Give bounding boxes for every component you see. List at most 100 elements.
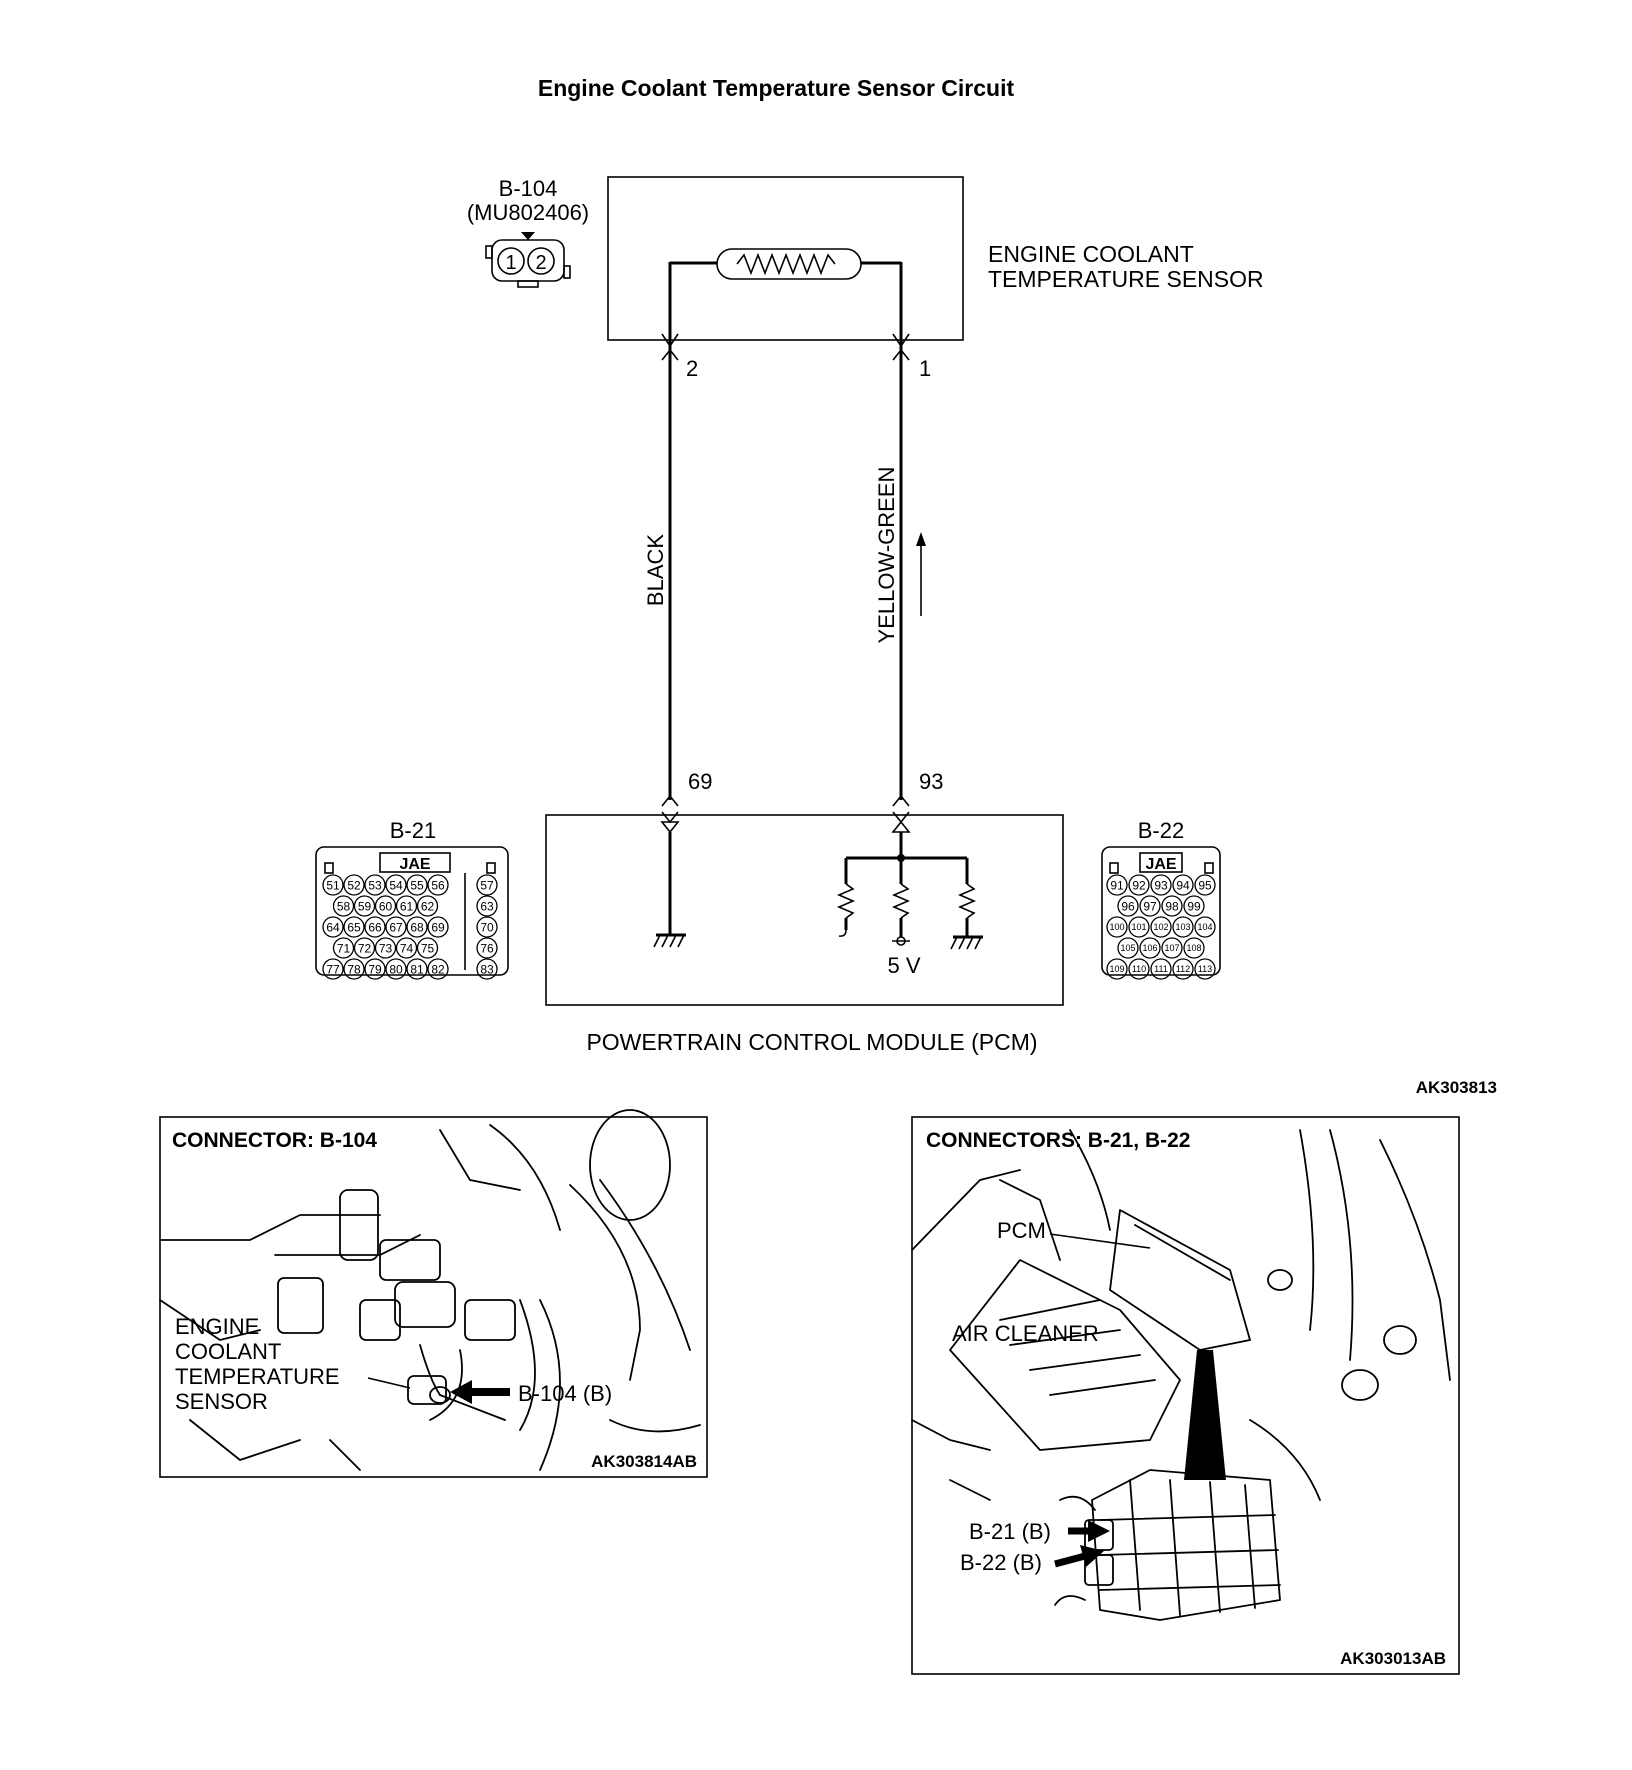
b22-pin-110-label: 110 xyxy=(1132,964,1146,974)
b21-pin-83-label: 83 xyxy=(480,962,494,976)
b21-pin-63-label: 63 xyxy=(480,899,494,913)
b21-pin-83: 83 xyxy=(476,958,498,980)
b22-pin-112-label: 112 xyxy=(1176,964,1190,974)
b22-pin-106: 106 xyxy=(1139,937,1161,959)
b22-pin-102: 102 xyxy=(1150,916,1172,938)
b22-pin-103: 103 xyxy=(1172,916,1194,938)
b22-pin-102-label: 102 xyxy=(1153,922,1168,932)
diagram-title: Engine Coolant Temperature Sensor Circui… xyxy=(538,75,1015,101)
b21-pin-68: 68 xyxy=(406,916,428,938)
b22-pin-105-label: 105 xyxy=(1120,943,1135,953)
photo-left-label-3: TEMPERATURE xyxy=(175,1364,340,1389)
b21-pin-69-label: 69 xyxy=(431,920,445,934)
photo-right-title: CONNECTORS: B-21, B-22 xyxy=(926,1129,1191,1152)
b22-pin-98: 98 xyxy=(1161,895,1183,917)
b21-maker: JAE xyxy=(399,856,430,873)
b21-pin-51: 51 xyxy=(322,874,344,896)
b22-pin-96-label: 96 xyxy=(1121,899,1135,913)
b104-part-number: (MU802406) xyxy=(467,200,589,225)
b21-pin-56: 56 xyxy=(427,874,449,896)
b21-pin-69: 69 xyxy=(427,916,449,938)
b22-pin-97: 97 xyxy=(1139,895,1161,917)
b21-pin-53: 53 xyxy=(364,874,386,896)
photo-right-air-cleaner-label: AIR CLEANER xyxy=(952,1321,1099,1346)
b21-callout-arrow xyxy=(1068,1520,1110,1542)
b22-pin-104: 104 xyxy=(1194,916,1216,938)
b21-pin-77-label: 77 xyxy=(326,962,340,976)
photo-left-callout: B-104 (B) xyxy=(518,1381,612,1406)
b22-pin-100-label: 100 xyxy=(1109,922,1124,932)
b21-pin-77: 77 xyxy=(322,958,344,980)
pcm-unit-inset xyxy=(1054,1469,1281,1621)
b21-pin-61-label: 61 xyxy=(400,899,414,913)
photo-right-ref: AK303013AB xyxy=(1340,1649,1446,1668)
sensor-box xyxy=(607,176,964,341)
b21-pin-54-label: 54 xyxy=(389,878,403,892)
b21-pin-57: 57 xyxy=(476,874,498,896)
b22-pin-95: 95 xyxy=(1194,874,1216,896)
b22-pin-93: 93 xyxy=(1150,874,1172,896)
b22-pin-106-label: 106 xyxy=(1142,943,1157,953)
pcm-input-network xyxy=(836,820,983,950)
b21-pin-75-label: 75 xyxy=(421,941,435,955)
b22-pin-108-label: 108 xyxy=(1186,943,1201,953)
b21-pin-76-label: 76 xyxy=(480,941,494,955)
b21-pin-66-label: 66 xyxy=(368,920,382,934)
b21-pin-80: 80 xyxy=(385,958,407,980)
b21-pin-55: 55 xyxy=(406,874,428,896)
wire-black-color-label: BLACK xyxy=(643,534,668,606)
b21-pin-73-label: 73 xyxy=(379,941,393,955)
b21-pin-62: 62 xyxy=(416,895,439,917)
photo-right-callout-b21: B-21 (B) xyxy=(969,1519,1051,1544)
b21-pin-52-label: 52 xyxy=(347,878,361,892)
b22-pin-97-label: 97 xyxy=(1143,899,1157,913)
photo-left-label-4: SENSOR xyxy=(175,1389,268,1414)
current-direction-arrow xyxy=(916,532,926,616)
b22-pin-107: 107 xyxy=(1161,937,1183,959)
pcm-pin-93-label: 93 xyxy=(919,769,943,794)
b21-pin-68-label: 68 xyxy=(410,920,424,934)
b22-pin-96: 96 xyxy=(1117,895,1139,917)
photo-left-title: CONNECTOR: B-104 xyxy=(172,1129,377,1152)
thermistor-symbol xyxy=(670,248,901,280)
b22-pin-95-label: 95 xyxy=(1198,878,1212,892)
b21-pin-64-label: 64 xyxy=(326,920,340,934)
b21-pin-71: 71 xyxy=(332,937,355,959)
b22-pin-104-label: 104 xyxy=(1197,922,1212,932)
b22-pin-110: 110 xyxy=(1128,958,1150,980)
sensor-pin-1-label: 1 xyxy=(919,356,931,381)
photo-panel-b21-b22: CONNECTORS: B-21, B-22 PCM AIR CLEANER B… xyxy=(911,1116,1460,1675)
b21-pin-72: 72 xyxy=(353,937,376,959)
pcm-box xyxy=(545,814,1064,1006)
circuit-reference: AK303813 xyxy=(1416,1078,1497,1097)
b22-pin-112: 112 xyxy=(1172,958,1194,980)
b21-pin-81-label: 81 xyxy=(410,962,424,976)
wire-yellow-green-color-label: YELLOW-GREEN xyxy=(874,467,899,644)
b104-pin-2: 2 xyxy=(535,252,546,274)
b21-pin-72-label: 72 xyxy=(358,941,372,955)
b22-pin-101-label: 101 xyxy=(1131,922,1146,932)
b22-pin-108: 108 xyxy=(1183,937,1205,959)
b104-callout-arrow xyxy=(450,1380,510,1404)
b21-pin-54: 54 xyxy=(385,874,407,896)
b21-pin-79-label: 79 xyxy=(368,962,382,976)
b21-pin-55-label: 55 xyxy=(410,878,424,892)
b22-pin-92: 92 xyxy=(1128,874,1150,896)
b22-pin-101: 101 xyxy=(1128,916,1150,938)
b21-connector-id: B-21 xyxy=(390,818,436,843)
b21-pin-59-label: 59 xyxy=(358,899,372,913)
b21-pin-64: 64 xyxy=(322,916,344,938)
b22-pin-94: 94 xyxy=(1172,874,1194,896)
b21-pin-52: 52 xyxy=(343,874,365,896)
b104-pin-1: 1 xyxy=(505,252,516,274)
b22-pin-107-label: 107 xyxy=(1164,943,1179,953)
sensor-pin-2-label: 2 xyxy=(686,356,698,381)
b21-pin-58: 58 xyxy=(332,895,355,917)
b21-pin-65-label: 65 xyxy=(347,920,361,934)
b22-pin-111: 111 xyxy=(1150,958,1172,980)
b22-connector-id: B-22 xyxy=(1138,818,1184,843)
b21-pin-57-label: 57 xyxy=(480,878,494,892)
b21-pin-82-label: 82 xyxy=(431,962,445,976)
